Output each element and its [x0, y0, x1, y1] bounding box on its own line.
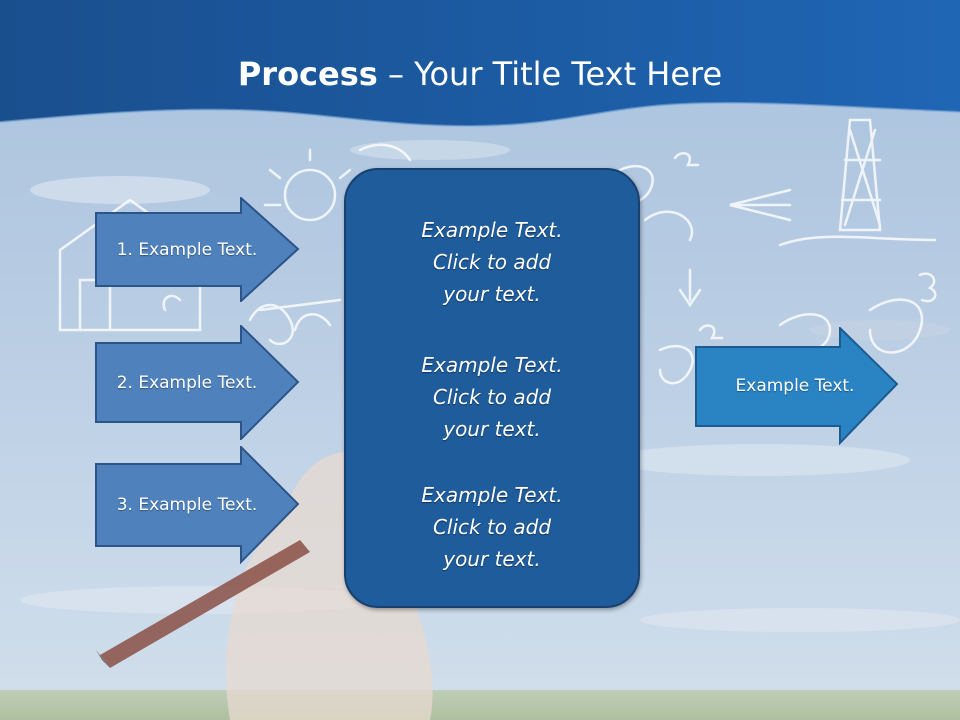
center-paragraph-3: Example Text. Click to add your text.: [421, 483, 563, 571]
title-bold: Process: [237, 55, 378, 93]
left-arrow-3[interactable]: 3. Example Text.: [95, 446, 300, 564]
title-rest: – Your Title Text Here: [377, 55, 723, 93]
center-paragraph-1: Example Text. Click to add your text.: [421, 218, 563, 306]
slide-title: Process – Your Title Text Here: [0, 52, 960, 96]
arrow-shape: [695, 327, 899, 445]
right-arrow[interactable]: Example Text.: [695, 327, 900, 445]
left-arrow-label: 3. Example Text.: [116, 495, 258, 515]
arrow-shape: [95, 197, 300, 302]
right-arrow-label: Example Text.: [735, 376, 855, 396]
center-text-box[interactable]: Example Text. Click to add your text. Ex…: [344, 168, 640, 608]
arrow-shape: [95, 325, 300, 440]
left-arrow-1[interactable]: 1. Example Text.: [95, 197, 300, 302]
left-arrow-label: 1. Example Text.: [116, 239, 258, 260]
left-arrow-2[interactable]: 2. Example Text.: [95, 325, 300, 440]
center-paragraph-2: Example Text. Click to add your text.: [421, 353, 563, 441]
arrow-shape: [95, 446, 300, 564]
left-arrow-label: 2. Example Text.: [116, 372, 258, 393]
